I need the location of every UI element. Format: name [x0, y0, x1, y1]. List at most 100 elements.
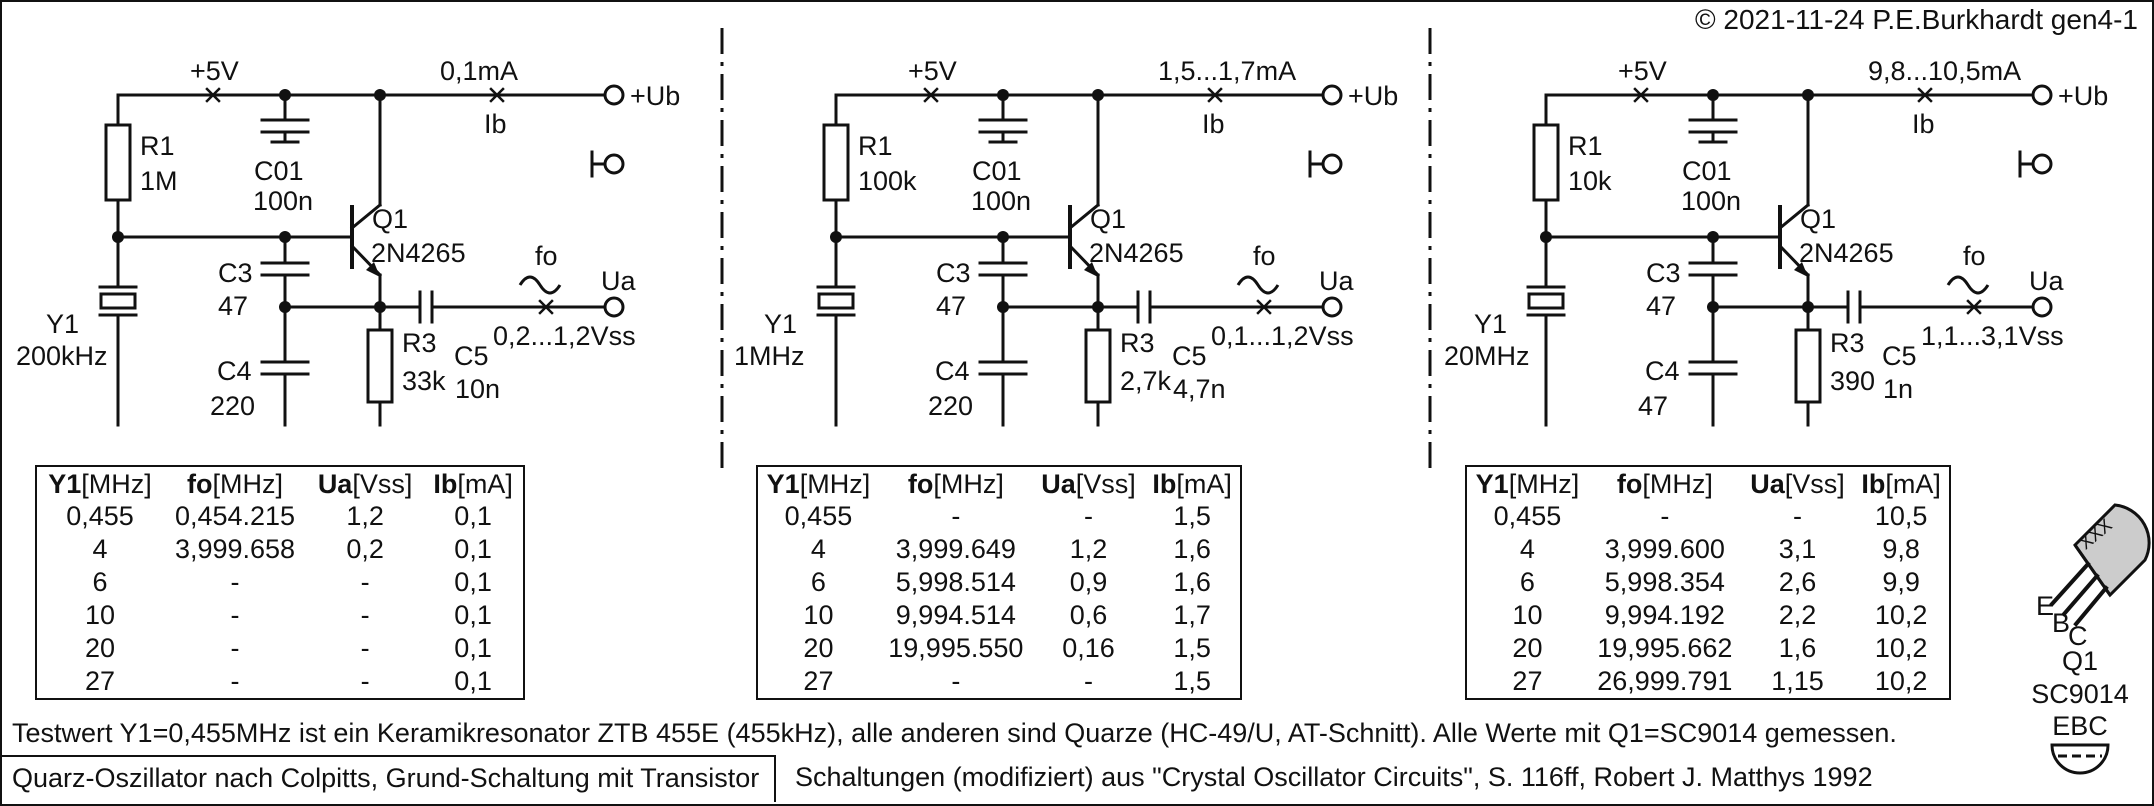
table-cell: 1,6 [1173, 534, 1211, 564]
c01-value: 100n [971, 186, 1031, 216]
ub-label: +Ub [1348, 81, 1398, 111]
table-cell: 10,2 [1874, 633, 1928, 663]
c4-value: 220 [210, 391, 255, 421]
table-cell: 10,2 [1874, 600, 1928, 630]
header-unit: [Vss] [352, 469, 413, 499]
header-symbol: Ua [317, 469, 353, 499]
header-symbol: fo [187, 469, 213, 499]
q1-value: 2N4265 [1089, 238, 1184, 268]
table-cell: - [230, 600, 240, 630]
r1-label: R1 [1568, 131, 1603, 161]
pin-e-label: E [2036, 591, 2054, 621]
table-cell: - [951, 501, 961, 531]
r3-resistor [1084, 328, 1112, 404]
header-symbol: fo [1616, 469, 1643, 499]
table-cell: 1,15 [1771, 666, 1824, 696]
measure-mark [205, 87, 221, 103]
table-cell: 0,1 [454, 633, 492, 663]
c3-value: 47 [1646, 291, 1676, 321]
c01-value: 100n [1681, 186, 1741, 216]
table-cell: 19,995.662 [1597, 633, 1733, 663]
table-cell: - [230, 666, 240, 696]
table-cell: - [230, 633, 240, 663]
table-cell: 0,16 [1062, 633, 1115, 663]
current-label: 0,1mA [440, 56, 518, 86]
supply-label: +5V [190, 56, 239, 86]
fo-label: fo [1253, 241, 1276, 271]
c3-label: C3 [1646, 258, 1681, 288]
supply-label: +5V [1618, 56, 1667, 86]
source-reference: Schaltungen (modifiziert) aus "Crystal O… [795, 762, 1873, 792]
header-symbol: fo [907, 469, 934, 499]
fo-label: fo [535, 241, 558, 271]
table-header-cell: Ib[mA] [423, 466, 524, 500]
c5-value: 10n [455, 374, 500, 404]
table-cell: 20 [1512, 633, 1543, 663]
table-header-cell: fo[MHz] [879, 466, 1033, 500]
ib-label: Ib [484, 109, 507, 139]
r3-value: 2,7k [1120, 366, 1172, 396]
c01-label: C01 [1682, 156, 1732, 186]
table-cell: 9,994.192 [1604, 600, 1725, 630]
table-header-cell: Y1[MHz] [36, 466, 163, 500]
table-row: 0,455--1,5 [757, 500, 1241, 533]
vss-label: 1,1...3,1Vss [1921, 321, 2064, 351]
header-unit: [MHz] [799, 469, 871, 499]
table-cell: 0,6 [1069, 600, 1108, 630]
r3-value: 33k [402, 366, 446, 396]
table-cell: - [360, 633, 370, 663]
table-cell: 0,1 [454, 666, 492, 696]
table-cell: 10 [803, 600, 834, 630]
table-cell: 9,8 [1882, 534, 1920, 564]
table-cell: - [1793, 501, 1802, 531]
table-cell: 10,2 [1874, 666, 1928, 696]
c4-label: C4 [217, 356, 252, 386]
table-cell: 0,9 [1069, 567, 1108, 597]
measure-mark [1256, 299, 1272, 315]
q1-collector [349, 202, 383, 231]
table-cell: - [951, 666, 961, 696]
table-header-row: Y1[MHz]fo[MHz]Ua[Vss]Ib[mA] [757, 466, 1241, 500]
c01-value: 100n [253, 186, 313, 216]
table-cell: 0,1 [454, 501, 492, 531]
c5-label: C5 [1882, 341, 1917, 371]
table-cell: 0,1 [454, 567, 492, 597]
table-cell: - [360, 666, 370, 696]
table-cell: 4 [92, 534, 108, 564]
current-label: 1,5...1,7mA [1158, 56, 1296, 86]
r1-value: 100k [858, 166, 917, 196]
table-cell: 0,1 [454, 534, 492, 564]
header-unit: [MHz] [1508, 469, 1580, 499]
table-cell: 2,6 [1778, 567, 1817, 597]
ub-terminal [1321, 84, 1343, 106]
ua-label: Ua [601, 266, 636, 296]
q1-emitter-arrow [1084, 262, 1098, 277]
table-cell: 6 [810, 567, 826, 597]
c5-label: C5 [1172, 341, 1207, 371]
vss-label: 0,2...1,2Vss [493, 321, 636, 351]
r3-label: R3 [1830, 328, 1865, 358]
to92-flat-face [2073, 544, 2112, 596]
table-cell: 0,2 [346, 534, 384, 564]
table-cell: - [230, 567, 240, 597]
y1-value: 1MHz [734, 341, 805, 371]
measurement-note: Testwert Y1=0,455MHz ist ein Keramikreso… [12, 718, 1897, 748]
measure-mark [1207, 87, 1223, 103]
table-header-cell: Y1[MHz] [757, 466, 879, 500]
table-cell: 10,5 [1874, 501, 1928, 531]
to92-body [2073, 503, 2151, 598]
header-unit: [mA] [1885, 469, 1941, 499]
ib-label: Ib [1202, 109, 1225, 139]
header-symbol: Ib [433, 469, 458, 499]
table-row: 27--1,5 [757, 665, 1241, 699]
y1-crystal [817, 292, 855, 310]
pinout-symbol-icon [2050, 743, 2110, 775]
